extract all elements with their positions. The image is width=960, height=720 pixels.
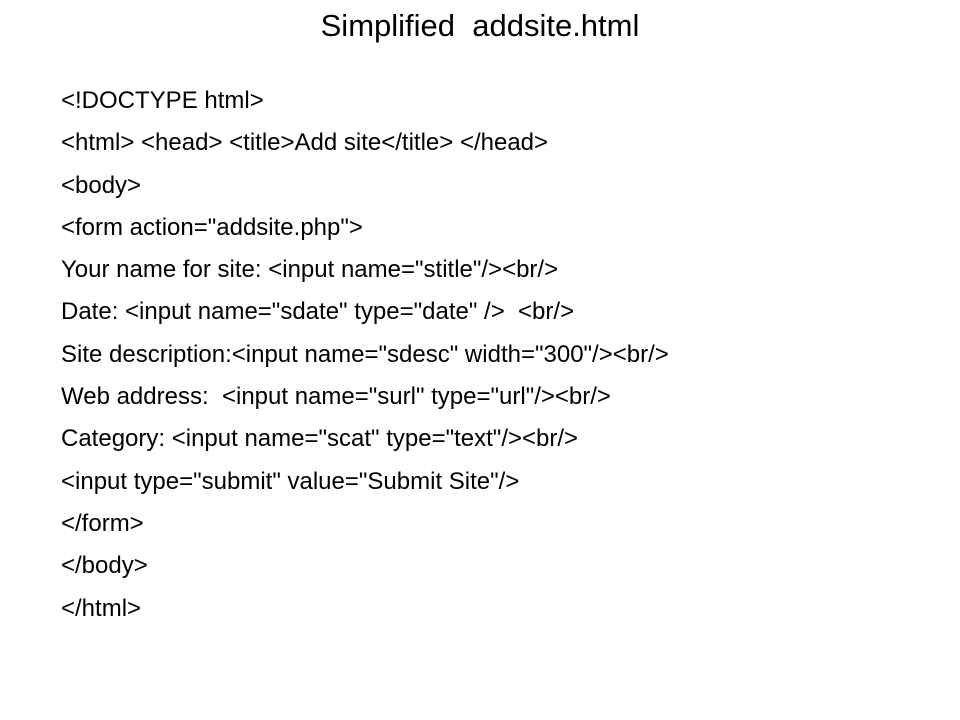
code-line-form-close: </form> (61, 509, 144, 537)
code-listing: <!DOCTYPE html> <html> <head> <title>Add… (61, 80, 669, 630)
code-line-body-open: <body> (61, 171, 142, 199)
code-line-form-open: <form action="addsite.php"> (61, 213, 363, 241)
code-line-name-input: Your name for site: <input name="stitle"… (61, 256, 559, 284)
code-line-html-close: </html> (61, 594, 142, 622)
slide-title: Simplified addsite.html (320, 8, 640, 43)
code-line-url-input: Web address: <input name="surl" type="ur… (61, 383, 611, 411)
code-line-html-head: <html> <head> <title>Add site</title> </… (61, 129, 549, 157)
code-line-date-input: Date: <input name="sdate" type="date" />… (61, 298, 575, 326)
code-line-description-input: Site description:<input name="sdesc" wid… (61, 340, 669, 368)
code-line-category-input: Category: <input name="scat" type="text"… (61, 425, 579, 453)
code-line-doctype: <!DOCTYPE html> (61, 87, 264, 114)
code-line-submit-input: <input type="submit" value="Submit Site"… (61, 467, 520, 495)
code-line-body-close: </body> (61, 552, 148, 580)
